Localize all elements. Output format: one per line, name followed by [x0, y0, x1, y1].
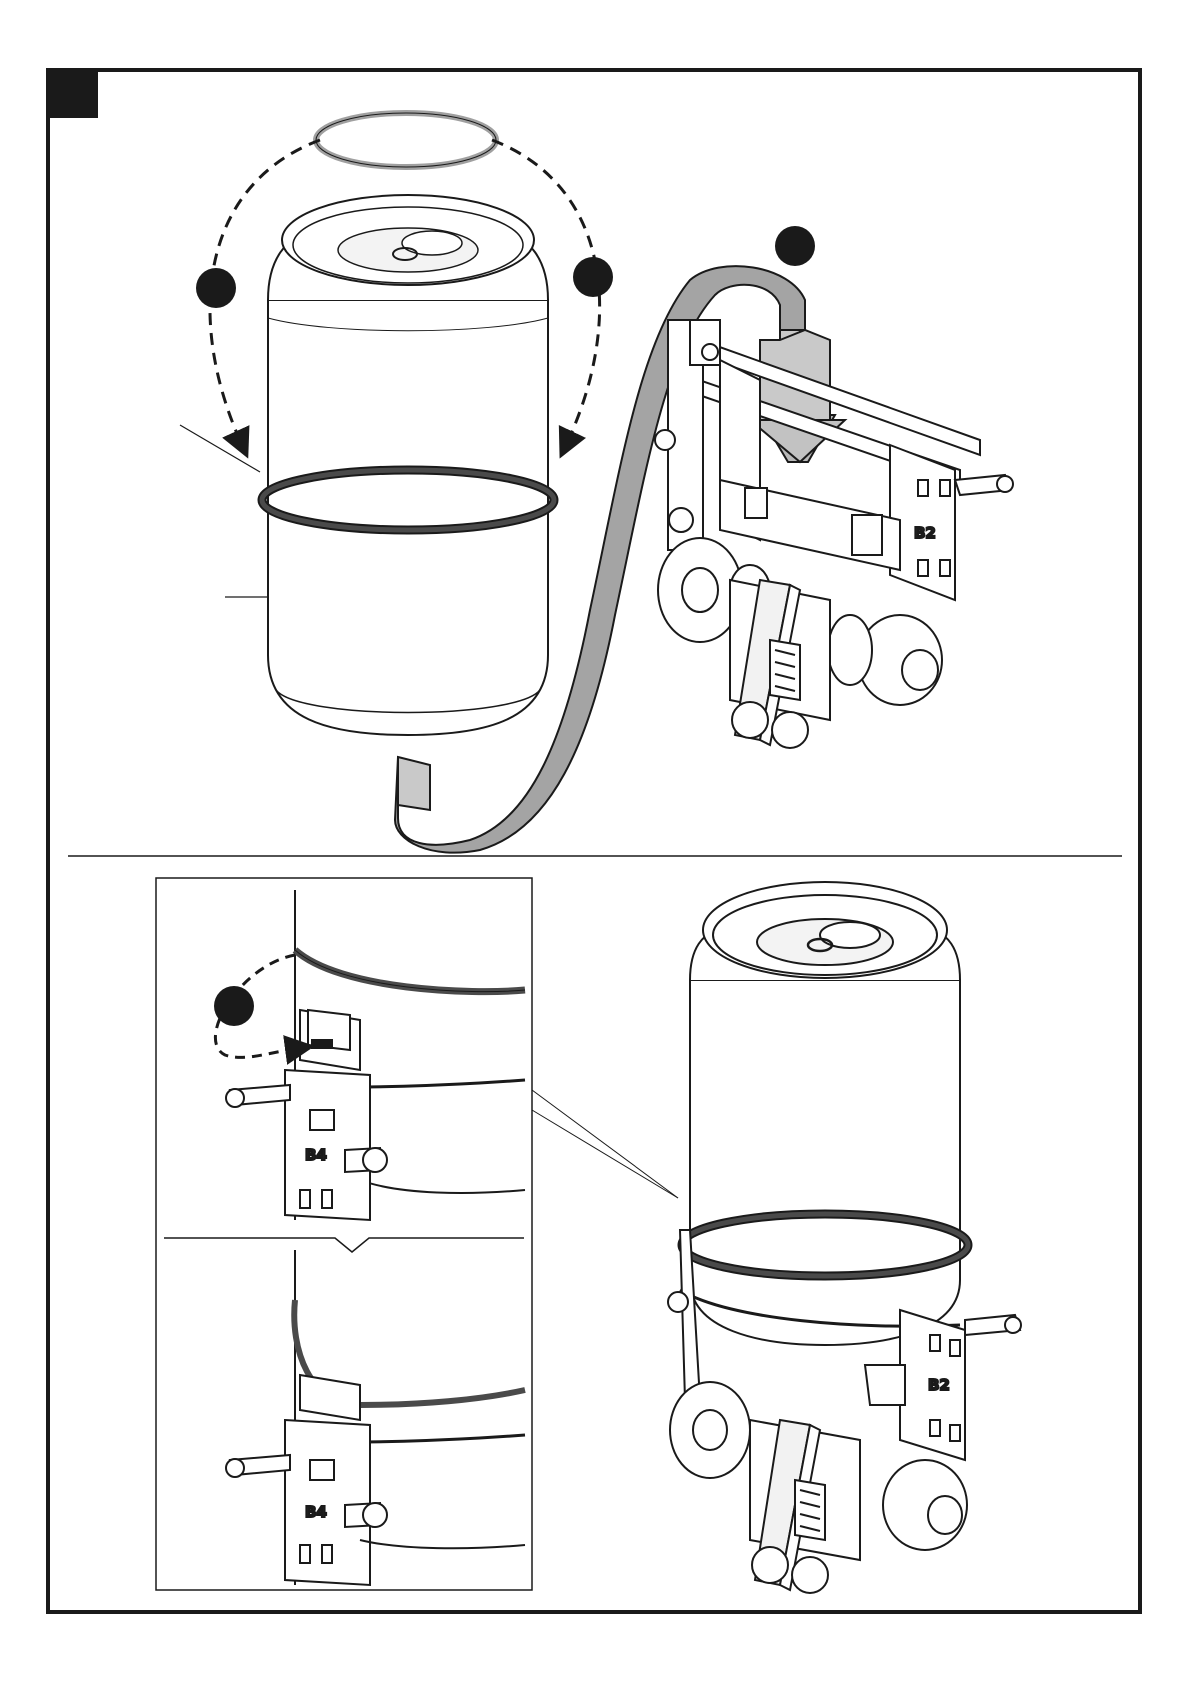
- callout-ring-left: [196, 268, 236, 308]
- can-icon: [268, 195, 548, 735]
- inset-panel: B4 B4: [156, 878, 678, 1590]
- part-label-b4-top: B4: [305, 1146, 327, 1164]
- pointer-line-ring: [180, 425, 260, 472]
- zoom-line-bottom: [532, 1110, 678, 1198]
- step-badge-icon: [48, 70, 98, 118]
- part-label-b2-assembled: B2: [928, 1376, 950, 1394]
- callout-ring-right: [573, 257, 613, 297]
- module-icon: B2: [655, 320, 1013, 748]
- callout-clip: [214, 986, 254, 1026]
- part-label-b4-bottom: B4: [305, 1503, 327, 1521]
- callout-strip: [775, 226, 815, 266]
- part-label-b2: B2: [914, 524, 936, 542]
- zoom-line-top: [532, 1090, 678, 1198]
- assembled-view: B2: [668, 882, 1021, 1593]
- top-panel: B2: [180, 113, 1013, 853]
